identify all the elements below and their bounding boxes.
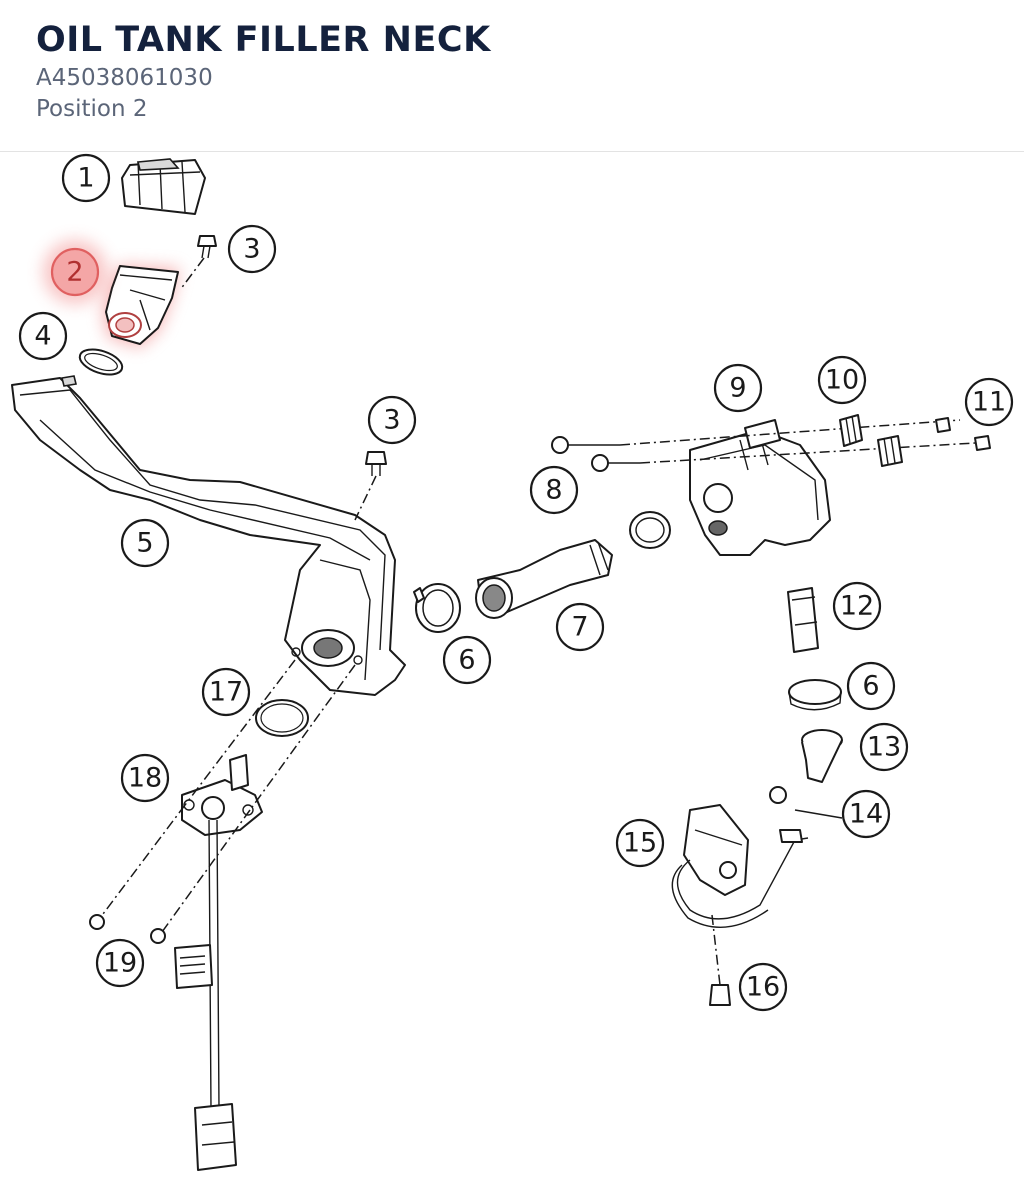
part-hose-clamp-mid[interactable] bbox=[629, 511, 671, 549]
callout-5-label: 5 bbox=[136, 528, 153, 559]
part-6-hose-clamp-upper[interactable] bbox=[413, 583, 461, 633]
callout-7-label: 7 bbox=[571, 612, 588, 643]
callout-15-label: 15 bbox=[623, 828, 657, 859]
part-12-filter[interactable] bbox=[787, 587, 819, 653]
callout-4-label: 4 bbox=[34, 321, 51, 352]
callout-11[interactable]: 11 bbox=[964, 377, 1014, 427]
callout-12-label: 12 bbox=[840, 591, 874, 622]
callout-15[interactable]: 15 bbox=[615, 818, 665, 868]
callout-12[interactable]: 12 bbox=[832, 581, 882, 631]
callout-3-lower[interactable]: 3 bbox=[367, 395, 417, 445]
callout-17-label: 17 bbox=[209, 677, 243, 708]
callout-6-upper[interactable]: 6 bbox=[442, 635, 492, 685]
part-8-screws[interactable] bbox=[551, 436, 640, 472]
callout-4[interactable]: 4 bbox=[18, 311, 68, 361]
callout-10-label: 10 bbox=[825, 365, 859, 396]
callout-9-label: 9 bbox=[729, 373, 746, 404]
part-11-bushings[interactable] bbox=[935, 417, 991, 451]
part-14-small-clamp[interactable] bbox=[769, 786, 787, 804]
callout-3-upper-label: 3 bbox=[243, 234, 260, 265]
part-4-o-ring[interactable] bbox=[77, 345, 126, 380]
part-16-screw[interactable] bbox=[709, 984, 731, 1006]
callout-5[interactable]: 5 bbox=[120, 518, 170, 568]
callout-19[interactable]: 19 bbox=[95, 938, 145, 988]
callout-16-label: 16 bbox=[746, 972, 780, 1003]
callout-6-lower[interactable]: 6 bbox=[846, 661, 896, 711]
callout-19-label: 19 bbox=[103, 948, 137, 979]
part-2-filler-neck[interactable] bbox=[102, 265, 180, 348]
callout-3-lower-label: 3 bbox=[383, 405, 400, 436]
callout-16[interactable]: 16 bbox=[738, 962, 788, 1012]
part-9-separator-housing[interactable] bbox=[689, 419, 831, 556]
callout-7[interactable]: 7 bbox=[555, 602, 605, 652]
callout-3-upper[interactable]: 3 bbox=[227, 224, 277, 274]
part-1-cap-cover[interactable] bbox=[121, 158, 206, 215]
page-title: OIL TANK FILLER NECK bbox=[36, 20, 491, 60]
callout-6-upper-label: 6 bbox=[458, 645, 475, 676]
part-7-hose[interactable] bbox=[475, 539, 613, 619]
callout-14[interactable]: 14 bbox=[841, 789, 891, 839]
callout-13-label: 13 bbox=[867, 732, 901, 763]
part-18-level-sensor[interactable] bbox=[174, 754, 263, 1171]
part-10-grommets[interactable] bbox=[839, 414, 903, 467]
callout-18[interactable]: 18 bbox=[120, 753, 170, 803]
part-6-hose-clamp-lower[interactable] bbox=[788, 679, 842, 711]
part-3-screw-upper[interactable] bbox=[197, 235, 217, 259]
callout-2[interactable]: 2 bbox=[43, 240, 107, 304]
callout-8-label: 8 bbox=[545, 475, 562, 506]
callout-18-label: 18 bbox=[128, 763, 162, 794]
callout-14-label: 14 bbox=[849, 799, 883, 830]
callout-11-label: 11 bbox=[972, 387, 1006, 418]
part-5-oil-tank[interactable] bbox=[11, 375, 406, 696]
part-19-screws[interactable] bbox=[89, 914, 166, 944]
callout-10[interactable]: 10 bbox=[817, 355, 867, 405]
part-number: A45038061030 bbox=[36, 65, 213, 91]
header: OIL TANK FILLER NECK A45038061030 Positi… bbox=[0, 0, 1024, 152]
callout-1[interactable]: 1 bbox=[61, 153, 111, 203]
part-3-screw-lower[interactable] bbox=[365, 451, 387, 476]
callout-2-label: 2 bbox=[66, 257, 83, 288]
callout-1-label: 1 bbox=[77, 163, 94, 194]
callout-8[interactable]: 8 bbox=[529, 465, 579, 515]
callout-13[interactable]: 13 bbox=[859, 722, 909, 772]
position-label: Position 2 bbox=[36, 96, 148, 122]
part-15-valve[interactable] bbox=[671, 804, 809, 928]
callout-6-lower-label: 6 bbox=[862, 671, 879, 702]
part-13-elbow-fitting[interactable] bbox=[801, 729, 843, 783]
part-17-o-ring[interactable] bbox=[255, 699, 309, 737]
callout-17[interactable]: 17 bbox=[201, 667, 251, 717]
callout-9[interactable]: 9 bbox=[713, 363, 763, 413]
